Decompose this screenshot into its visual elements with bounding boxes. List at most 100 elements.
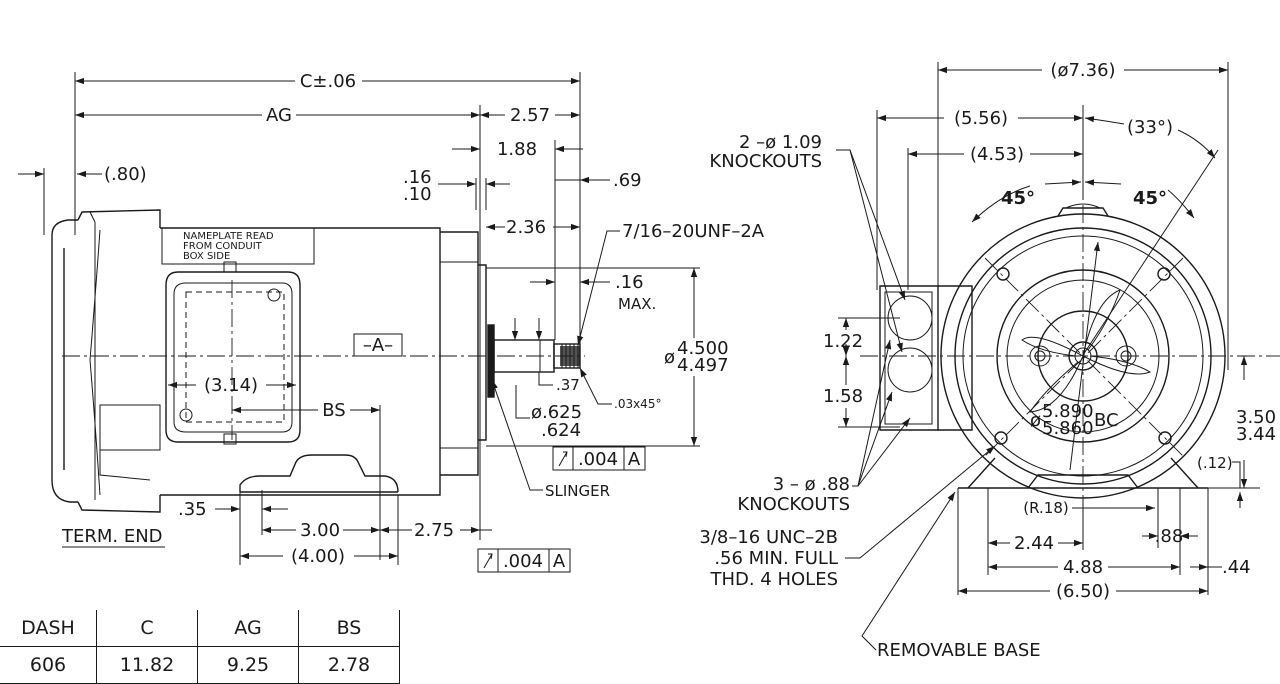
dim-044-label: .44 xyxy=(1222,557,1251,578)
dimension-dia-4500: ø 4.500 4.497 xyxy=(486,267,729,447)
dimension-bs: BS xyxy=(232,400,381,560)
dimension-table: DASH C AG BS 606 11.82 9.25 2.78 xyxy=(0,610,400,684)
dimension-0-44: .44 xyxy=(1190,557,1251,578)
ko1-line-b: KNOCKOUTS xyxy=(709,151,822,172)
chamfer-callout: .03x45° xyxy=(579,367,661,411)
dim-650-label: (6.50) xyxy=(1056,581,1110,602)
dia-625-label: ø.625 xyxy=(531,402,582,423)
dim-344-label: 3.44 xyxy=(1236,424,1276,445)
dim-275-label: 2.75 xyxy=(414,520,454,541)
removable-base-callout: REMOVABLE BASE xyxy=(861,491,1041,661)
dim-453-label: (4.53) xyxy=(970,144,1024,165)
chamfer-label: .03x45° xyxy=(614,397,661,411)
ko2-line-b: KNOCKOUTS xyxy=(737,494,850,515)
dia-624-label: .624 xyxy=(541,420,581,441)
bolt-circle-callout: ø 5.890 5.860 BC xyxy=(1030,241,1119,471)
dimension-0-12: (.12) xyxy=(1197,454,1244,508)
dimension-0-16-max: .16 MAX. xyxy=(530,272,656,313)
table-header-ag: AG xyxy=(197,610,299,647)
dimension-3-00: 3.00 xyxy=(262,520,380,541)
dimension-4-53: (4.53) xyxy=(908,144,1083,165)
dim-488-label: 4.88 xyxy=(1063,557,1103,578)
knockouts-callout-bottom: 3 – ø .88 KNOCKOUTS xyxy=(737,339,911,515)
dim-035-label: .35 xyxy=(178,499,207,520)
dimension-ag: AG xyxy=(75,105,480,126)
tap-callout: 3/8–16 UNC–2B .56 MIN. FULL THD. 4 HOLES xyxy=(699,445,996,590)
dim-033-label: (33°) xyxy=(1127,117,1173,138)
dimension-1-88: 1.88 xyxy=(452,139,583,160)
ko2-line-a: 3 – ø .88 xyxy=(773,474,850,495)
dimension-0-35: .35 xyxy=(178,488,288,565)
dia-symbol: ø xyxy=(664,347,675,368)
dimension-0-37: .37 xyxy=(511,318,580,394)
table-cell-c: 11.82 xyxy=(96,646,198,684)
slinger-callout: SLINGER xyxy=(491,379,610,500)
dim-236-label: 2.36 xyxy=(506,217,546,238)
dim-350-label: 3.50 xyxy=(1236,407,1276,428)
dim-016-label: .16 xyxy=(403,167,432,188)
end-view: (ø7.36) (5.56) (33°) (4.53) 45° 4 xyxy=(699,60,1280,661)
nameplate-line-3: BOX SIDE xyxy=(183,251,230,262)
thread-callout: 7/16–20UNF–2A xyxy=(577,221,765,346)
dim-069-label: .69 xyxy=(613,170,642,191)
dimension-c: C±.06 xyxy=(75,71,580,92)
dimension-6-50: (6.50) xyxy=(958,581,1208,602)
side-view: C±.06 AG 2.57 1.88 .69 .16 xyxy=(18,71,765,573)
dimension-dia-7-36: (ø7.36) xyxy=(938,60,1228,81)
table-header-row: DASH C AG BS xyxy=(0,610,400,647)
datum-a-label: –A– xyxy=(363,335,393,356)
term-end-label: TERM. END xyxy=(61,526,163,547)
angle-45-left: 45° xyxy=(1001,188,1035,209)
bc-line-b: 5.860 xyxy=(1042,418,1094,439)
dimension-2-57: 2.57 xyxy=(466,105,580,126)
r018-label: (R.18) xyxy=(1023,499,1068,517)
nameplate-line-1: NAMEPLATE READ xyxy=(183,231,274,242)
dim-400-label: (4.00) xyxy=(291,546,345,567)
tap-line-2: .56 MIN. FULL xyxy=(714,548,838,569)
dimension-0-88: .88 xyxy=(1142,526,1198,547)
runout-2-ref: A xyxy=(553,551,566,572)
dim-188-label: 1.88 xyxy=(497,139,537,160)
dim-ag-label: AG xyxy=(266,105,292,126)
dimension-3-50: 3.50 3.44 xyxy=(1208,356,1276,489)
table-row: 606 11.82 9.25 2.78 xyxy=(0,646,400,684)
datum-a: –A– xyxy=(353,333,403,357)
dimension-0-69: .69 xyxy=(555,170,642,191)
dim-736-label: (ø7.36) xyxy=(1050,60,1115,81)
angle-45-right: 45° xyxy=(1133,188,1167,209)
ko1-line-a: 2 –ø 1.09 xyxy=(739,132,822,153)
dim-016-max-a: .16 xyxy=(615,272,644,293)
bc-line-a: 5.890 xyxy=(1042,401,1094,422)
dim-010-label: .10 xyxy=(403,184,432,205)
dim-314-label: (3.14) xyxy=(204,375,258,396)
dimension-4-00: (4.00) xyxy=(240,495,399,567)
runout-frame-2: .004 A xyxy=(477,548,571,573)
thread-label: 7/16–20UNF–2A xyxy=(622,221,765,242)
dimension-4-88: 4.88 xyxy=(988,557,1180,578)
knockouts-callout-top: 2 –ø 1.09 KNOCKOUTS xyxy=(709,132,906,353)
runout-frame-1: .004 A xyxy=(552,446,646,471)
dim-300-label: 3.00 xyxy=(300,520,340,541)
term-end-note: TERM. END xyxy=(61,526,165,548)
dim-556-label: (5.56) xyxy=(954,108,1008,129)
slinger-label: SLINGER xyxy=(545,482,610,500)
dimension-33deg: (33°) xyxy=(1082,116,1219,356)
dimension-5-56: (5.56) xyxy=(877,108,1083,129)
dia-4497-label: 4.497 xyxy=(677,355,729,376)
dim-244-label: 2.44 xyxy=(1014,533,1054,554)
table-header-dash: DASH xyxy=(0,610,97,647)
dim-122-label: 1.22 xyxy=(823,331,863,352)
tap-line-3: THD. 4 HOLES xyxy=(709,569,838,590)
dim-c-label: C±.06 xyxy=(300,71,356,92)
removable-base-label: REMOVABLE BASE xyxy=(877,640,1041,661)
runout-1-ref: A xyxy=(628,449,641,470)
table-cell-dash: 606 xyxy=(0,646,97,684)
table-header-bs: BS xyxy=(298,610,400,647)
dimension-2-75: 2.75 xyxy=(380,520,492,541)
runout-2-value: .004 xyxy=(503,551,543,572)
table-cell-ag: 9.25 xyxy=(197,646,299,684)
motor-dimension-drawing: C±.06 AG 2.57 1.88 .69 .16 xyxy=(18,60,1280,661)
dimension-2-36: 2.36 xyxy=(486,217,580,238)
motor-body xyxy=(51,209,581,513)
dimension-dia-625: ø.625 .624 xyxy=(515,385,582,441)
